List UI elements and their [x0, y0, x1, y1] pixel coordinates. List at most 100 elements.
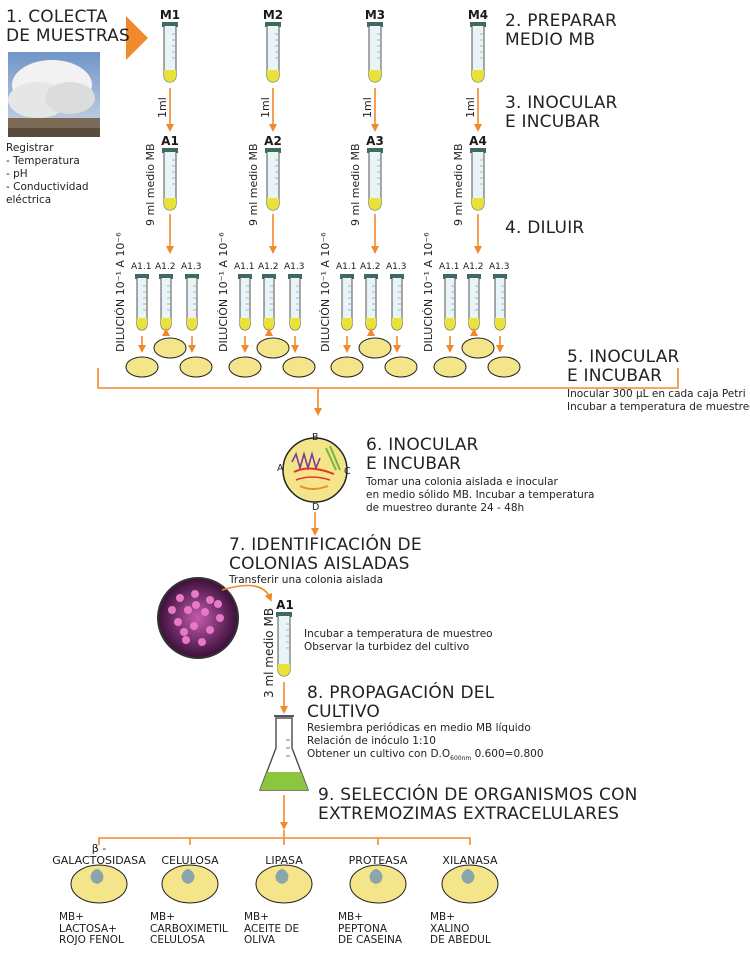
- step8-notes: Resiembra periódicas en medio MB líquido…: [307, 722, 544, 765]
- sample-tube-3: [367, 22, 383, 82]
- sample-label-2: M2: [258, 8, 288, 22]
- step5-notes: Inocular 300 µL en cada caja PetriIncuba…: [567, 388, 750, 414]
- sub-tube-label-1-2: A1.2: [155, 262, 175, 272]
- dilution-tube-3-1: [340, 274, 354, 330]
- quadrant-b: B: [312, 432, 319, 443]
- colony-5: [201, 608, 209, 616]
- sub-tube-label-1-3: A1.3: [181, 262, 201, 272]
- sub-tube-label-2-1: A1.1: [234, 262, 254, 272]
- colony-6: [216, 614, 224, 622]
- enzyme-medium-1: MB+LACTOSA+ROJO FENOL: [59, 912, 124, 947]
- sub-tube-label-2-2: A1.2: [258, 262, 278, 272]
- sub-tube-label-2-3: A1.3: [284, 262, 304, 272]
- dilution-plate-3-3: [385, 357, 417, 377]
- dilution-tube-2-2: [262, 274, 276, 330]
- sample-tube-2: [265, 22, 281, 82]
- colony-9: [206, 626, 214, 634]
- culture-tube-4: [470, 148, 486, 210]
- colony-dish: [158, 578, 238, 658]
- culture-label-3: A3: [360, 134, 390, 148]
- culture-label-1: A1: [155, 134, 185, 148]
- sample-label-3: M3: [360, 8, 390, 22]
- quadrant-c: C: [344, 466, 351, 477]
- colony-15: [180, 628, 188, 636]
- sub-tube-label-1-1: A1.1: [131, 262, 151, 272]
- colony-2: [191, 590, 199, 598]
- dilution-plate-2-2: [257, 338, 289, 358]
- colony-12: [168, 606, 176, 614]
- sub-tube-label-3-2: A1.2: [360, 262, 380, 272]
- culture-tube-1: [162, 148, 178, 210]
- culture-tube-2: [265, 148, 281, 210]
- sample-tube-4: [470, 22, 486, 82]
- register-list: Registrar- Temperatura- pH- Conductivida…: [6, 142, 89, 207]
- inoculum-label-4: 1ml: [464, 97, 477, 118]
- dilution-tube-4-3: [493, 274, 507, 330]
- hot-spring-photo: [8, 52, 100, 137]
- dilution-tube-2-1: [238, 274, 252, 330]
- culture-label-2: A2: [258, 134, 288, 148]
- colony-7: [174, 618, 182, 626]
- sub-tube-label-3-1: A1.1: [336, 262, 356, 272]
- quadrant-d: D: [312, 502, 319, 513]
- medium-label-1: 9 ml medio MB: [144, 143, 157, 226]
- dilution-plate-3-2: [359, 338, 391, 358]
- isolate-tube-body: [276, 612, 292, 676]
- dilution-tube-1-1: [135, 274, 149, 330]
- dilution-plate-2-1: [229, 357, 261, 377]
- dilution-tube-4-1: [443, 274, 457, 330]
- dilution-label-3: DILUCIÓN 10⁻¹ A 10⁻⁶: [319, 232, 332, 352]
- dilution-label-1: DILUCIÓN 10⁻¹ A 10⁻⁶: [114, 232, 127, 352]
- inoculum-label-2: 1ml: [259, 97, 272, 118]
- inoculum-label-3: 1ml: [361, 97, 374, 118]
- culture-label-4: A4: [463, 134, 493, 148]
- enzyme-plates: [71, 865, 498, 903]
- sample-tube-1: [162, 22, 178, 82]
- colony-11: [198, 638, 206, 646]
- sample-label-4: M4: [463, 8, 493, 22]
- dilution-label-2: DILUCIÓN 10⁻¹ A 10⁻⁶: [217, 232, 230, 352]
- sub-tube-label-3-3: A1.3: [386, 262, 406, 272]
- sub-tube-label-4-2: A1.2: [463, 262, 483, 272]
- dilution-plate-4-1: [434, 357, 466, 377]
- colony-3: [206, 596, 214, 604]
- enzyme-medium-4: MB+PEPTONADE CASEINA: [338, 912, 402, 947]
- isolate-tube: [276, 612, 292, 676]
- colony-10: [182, 636, 190, 644]
- colony-4: [184, 606, 192, 614]
- enzyme-bracket: [99, 830, 470, 845]
- dilution-plate-1-3: [180, 357, 212, 377]
- sample-label-1: M1: [155, 8, 185, 22]
- dilution-plate-3-1: [331, 357, 363, 377]
- colony-14: [192, 601, 200, 609]
- dilution-tube-1-3: [185, 274, 199, 330]
- sub-tube-label-4-3: A1.3: [489, 262, 509, 272]
- flow-arrows: [170, 88, 478, 250]
- dilution-tube-3-3: [390, 274, 404, 330]
- medium-label-2: 9 ml medio MB: [247, 143, 260, 226]
- dilution-tube-4-2: [467, 274, 481, 330]
- dilution-plate-4-2: [462, 338, 494, 358]
- medium-label-3: 9 ml medio MB: [349, 143, 362, 226]
- dilution-plate-4-3: [488, 357, 520, 377]
- streak-plate: [283, 438, 347, 502]
- colony-1: [176, 594, 184, 602]
- culture-flask: [260, 716, 308, 790]
- culture-tube-3: [367, 148, 383, 210]
- medium-label-4: 9 ml medio MB: [452, 143, 465, 226]
- step7-note: Transferir una colonia aislada: [229, 574, 383, 587]
- inoculum-label-1: 1ml: [156, 97, 169, 118]
- isolate-medium-label: 3 ml medio MB: [262, 608, 276, 698]
- dilution-tube-2-3: [288, 274, 302, 330]
- quadrant-a: A: [277, 463, 284, 474]
